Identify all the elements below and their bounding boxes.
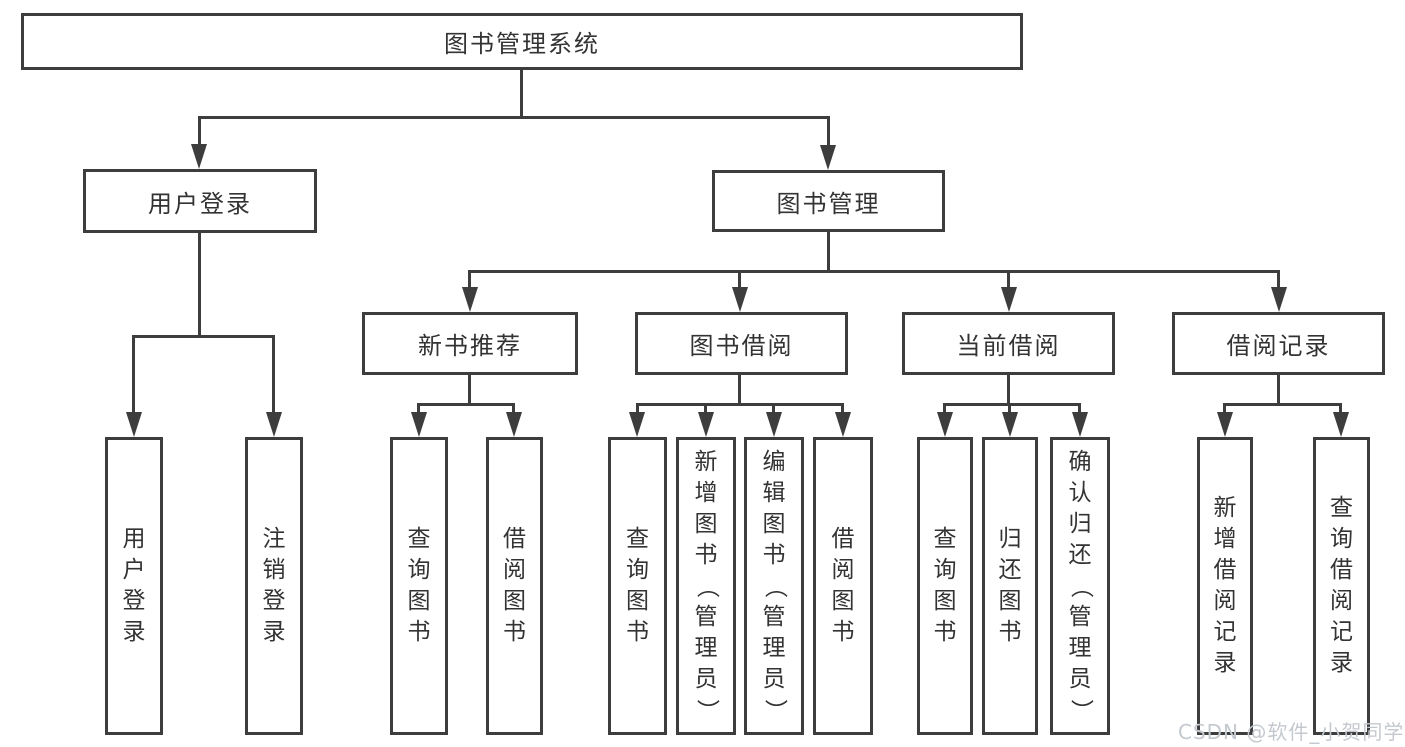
- box-leaf-cb-confirm-return-admin: 确认归还（管理员）: [1050, 437, 1110, 735]
- box-leaf-bb-query-book: 查询图书: [608, 437, 667, 735]
- arrowhead-down-icon: [191, 144, 207, 169]
- arrowhead-down-icon: [1001, 287, 1017, 312]
- arrowhead-down-icon: [937, 412, 953, 437]
- arrowhead-down-icon: [1072, 412, 1088, 437]
- box-leaf-user-login: 用户登录: [105, 437, 163, 735]
- connector-stem: [1078, 403, 1081, 414]
- connector-stem-ul-logout: [272, 335, 275, 414]
- box-leaf-logout: 注销登录: [245, 437, 303, 735]
- arrowhead-down-icon: [1002, 412, 1018, 437]
- connector-br-drop: [1277, 375, 1280, 406]
- connector-stem: [417, 403, 420, 414]
- box-leaf-bb-edit-book-admin: 编辑图书（管理员）: [744, 437, 804, 735]
- connector-stem: [841, 403, 844, 414]
- arrowhead-down-icon: [1271, 287, 1287, 312]
- arrowhead-down-icon: [629, 412, 645, 437]
- connector-stem-book-mgmt: [827, 116, 830, 146]
- connector-stem-ul-login: [132, 335, 135, 414]
- connector-user-login-branch: [132, 335, 275, 338]
- label-leaf-rec-borrow-book: 借阅图书: [503, 526, 526, 645]
- label-current-borrow: 当前借阅: [956, 332, 1061, 360]
- connector-stem: [1339, 403, 1342, 414]
- label-leaf-rec-query-book: 查询图书: [407, 526, 431, 645]
- box-leaf-bb-add-book-admin: 新增图书（管理员）: [676, 437, 736, 735]
- connector-bb-drop: [738, 375, 741, 406]
- label-leaf-bb-borrow-book: 借阅图书: [831, 526, 855, 645]
- box-root-system: 图书管理系统: [21, 13, 1023, 70]
- arrowhead-down-icon: [835, 412, 851, 437]
- label-book-management: 图书管理: [776, 189, 881, 218]
- label-leaf-bb-query-book: 查询图书: [626, 526, 649, 645]
- box-leaf-bb-borrow-book: 借阅图书: [813, 437, 873, 735]
- connector-stem-borrow-record: [1277, 270, 1280, 292]
- arrowhead-down-icon: [411, 412, 427, 437]
- label-leaf-user-login: 用户登录: [122, 526, 146, 645]
- label-leaf-br-query-record: 查询借阅记录: [1330, 495, 1353, 676]
- connector-book-mgmt-drop: [827, 232, 830, 272]
- arrowhead-down-icon: [1217, 412, 1233, 437]
- connector-stem: [1223, 403, 1226, 414]
- arrowhead-down-icon: [732, 287, 748, 312]
- box-user-login: 用户登录: [83, 169, 317, 233]
- arrowhead-down-icon: [462, 287, 478, 312]
- label-user-login: 用户登录: [148, 189, 252, 218]
- arrowhead-down-icon: [506, 412, 522, 437]
- connector-br-branch: [1223, 403, 1342, 406]
- connector-rec-branch: [417, 403, 515, 406]
- connector-stem-user-login: [198, 116, 201, 146]
- connector-stem: [772, 403, 775, 414]
- box-leaf-cb-query-book: 查询图书: [917, 437, 973, 735]
- connector-stem-book-borrow: [738, 270, 741, 292]
- connector-stem: [704, 403, 707, 414]
- arrowhead-down-icon: [766, 412, 782, 437]
- connector-stem: [636, 403, 639, 414]
- label-leaf-cb-return-book: 归还图书: [998, 526, 1022, 645]
- arrowhead-down-icon: [820, 145, 836, 170]
- box-new-book-recommend: 新书推荐: [362, 312, 578, 375]
- connector-stem: [1008, 403, 1011, 414]
- label-leaf-cb-confirm-return-admin: 确认归还（管理员）: [1067, 448, 1094, 722]
- connector-stem: [943, 403, 946, 414]
- box-book-borrow: 图书借阅: [635, 312, 848, 375]
- connector-bb-branch: [636, 403, 844, 406]
- label-leaf-bb-add-book-admin: 新增图书（管理员）: [693, 448, 720, 722]
- arrowhead-down-icon: [698, 412, 714, 437]
- connector-user-login-drop: [198, 233, 201, 337]
- connector-level2-branch: [198, 116, 830, 119]
- label-book-borrow: 图书借阅: [689, 332, 794, 360]
- connector-stem: [512, 403, 515, 414]
- connector-level3-branch: [468, 270, 1280, 273]
- watermark: CSDN @软件_小贺同学: [1178, 720, 1405, 744]
- box-borrow-record: 借阅记录: [1172, 312, 1385, 375]
- connector-stem-current-borrow: [1007, 270, 1010, 292]
- box-current-borrow: 当前借阅: [902, 312, 1115, 375]
- connector-root-drop: [520, 68, 523, 118]
- label-root-system: 图书管理系统: [444, 30, 600, 58]
- arrowhead-down-icon: [126, 412, 142, 437]
- arrowhead-down-icon: [266, 412, 282, 437]
- label-leaf-logout: 注销登录: [262, 526, 286, 645]
- connector-cb-drop: [1007, 375, 1010, 406]
- label-leaf-bb-edit-book-admin: 编辑图书（管理员）: [761, 448, 788, 722]
- label-leaf-cb-query-book: 查询图书: [933, 526, 957, 645]
- box-leaf-rec-borrow-book: 借阅图书: [486, 437, 543, 735]
- arrowhead-down-icon: [1333, 412, 1349, 437]
- box-leaf-br-add-record: 新增借阅记录: [1197, 437, 1253, 735]
- box-book-management: 图书管理: [712, 170, 945, 232]
- connector-cb-branch: [943, 403, 1081, 406]
- label-new-book-recommend: 新书推荐: [418, 332, 522, 360]
- box-leaf-br-query-record: 查询借阅记录: [1313, 437, 1370, 735]
- connector-rec-drop: [468, 375, 471, 406]
- box-leaf-cb-return-book: 归还图书: [982, 437, 1038, 735]
- label-borrow-record: 借阅记录: [1226, 332, 1331, 360]
- label-leaf-br-add-record: 新增借阅记录: [1213, 495, 1237, 676]
- connector-stem-new-book-rec: [468, 270, 471, 292]
- box-leaf-rec-query-book: 查询图书: [390, 437, 448, 735]
